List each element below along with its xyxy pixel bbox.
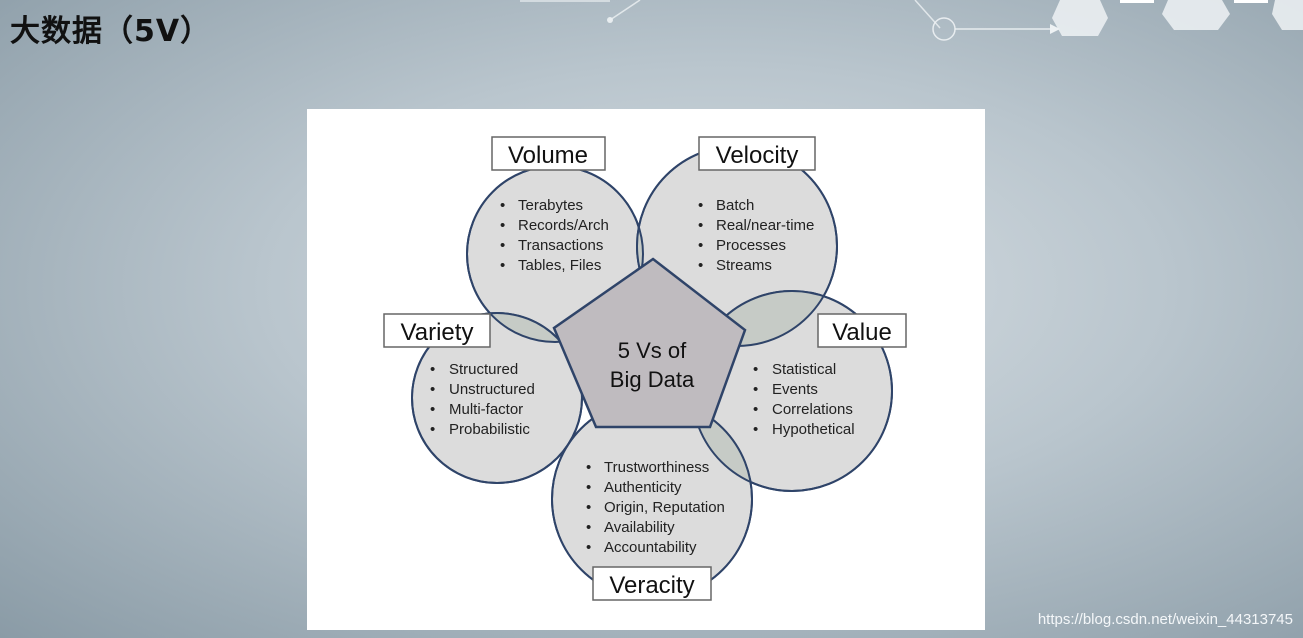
label-volume: Volume bbox=[508, 142, 588, 169]
list-item: Processes bbox=[716, 237, 786, 254]
list-value: • Statistical • Events • Correlations • Hypo… bbox=[753, 361, 855, 438]
svg-text:•: • bbox=[753, 421, 758, 438]
list-item: Structured bbox=[449, 361, 518, 378]
five-vs-diagram: 5 Vs of Big Data Volume • Terabytes • Reco… bbox=[383, 136, 907, 601]
svg-text:•: • bbox=[430, 401, 435, 418]
list-item: Unstructured bbox=[449, 381, 535, 398]
center-label-line1: 5 Vs of bbox=[618, 338, 687, 363]
list-item: Hypothetical bbox=[772, 421, 855, 438]
list-item: Tables, Files bbox=[518, 257, 601, 274]
label-box-variety bbox=[383, 313, 491, 348]
svg-text:•: • bbox=[430, 421, 435, 438]
list-item: Events bbox=[772, 381, 818, 398]
svg-text:•: • bbox=[500, 257, 505, 274]
svg-text:•: • bbox=[586, 479, 591, 496]
label-value: Value bbox=[832, 319, 892, 346]
label-veracity: Veracity bbox=[609, 572, 694, 599]
list-item: Probabilistic bbox=[449, 421, 530, 438]
list-item: Batch bbox=[716, 197, 754, 214]
list-item: Availability bbox=[604, 519, 675, 536]
list-item: Real/near-time bbox=[716, 217, 814, 234]
list-velocity: • Batch • Real/near-time • Processes • Strea… bbox=[698, 197, 814, 274]
five-vs-diagram-panel: 5 Vs of Big Data Volume • Terabytes • Reco… bbox=[307, 109, 985, 630]
slide-title: 大数据（5V） bbox=[10, 14, 212, 49]
label-box-volume bbox=[491, 136, 606, 171]
svg-text:•: • bbox=[500, 237, 505, 254]
list-item: Origin, Reputation bbox=[604, 499, 725, 516]
list-volume: • Terabytes • Records/Arch • Transactions •… bbox=[500, 197, 609, 274]
list-item: Statistical bbox=[772, 361, 836, 378]
svg-text:•: • bbox=[698, 217, 703, 234]
list-item: Streams bbox=[716, 257, 772, 274]
list-item: Trustworthiness bbox=[604, 459, 709, 476]
svg-text:•: • bbox=[698, 257, 703, 274]
svg-text:•: • bbox=[500, 197, 505, 214]
label-box-velocity bbox=[698, 136, 816, 171]
svg-text:•: • bbox=[698, 237, 703, 254]
svg-text:•: • bbox=[586, 459, 591, 476]
svg-text:•: • bbox=[753, 381, 758, 398]
list-item: Accountability bbox=[604, 539, 697, 556]
svg-text:•: • bbox=[753, 401, 758, 418]
label-box-veracity bbox=[592, 566, 712, 601]
decorative-network-graphic bbox=[520, 0, 1303, 41]
svg-text:•: • bbox=[698, 197, 703, 214]
svg-text:•: • bbox=[753, 361, 758, 378]
svg-text:•: • bbox=[500, 217, 505, 234]
label-velocity: Velocity bbox=[716, 142, 799, 169]
svg-text:•: • bbox=[586, 519, 591, 536]
list-item: Correlations bbox=[772, 401, 853, 418]
list-item: Multi-factor bbox=[449, 401, 523, 418]
svg-text:•: • bbox=[586, 499, 591, 516]
list-item: Transactions bbox=[518, 237, 603, 254]
label-variety: Variety bbox=[401, 319, 474, 346]
watermark-url: https://blog.csdn.net/weixin_44313745 bbox=[1037, 611, 1293, 628]
center-label-line2: Big Data bbox=[610, 367, 695, 392]
center-pentagon bbox=[552, 257, 747, 429]
list-variety: •Structured •Unstructured •Multi-factor … bbox=[430, 361, 535, 438]
svg-text:•: • bbox=[430, 361, 435, 378]
list-item: Authenticity bbox=[604, 479, 682, 496]
list-item: Records/Arch bbox=[518, 217, 609, 234]
label-box-value bbox=[817, 313, 907, 348]
svg-text:•: • bbox=[586, 539, 591, 556]
list-item: Terabytes bbox=[518, 197, 583, 214]
list-veracity: • Trustworthiness • Authenticity • Origin, … bbox=[586, 459, 725, 556]
svg-text:•: • bbox=[430, 381, 435, 398]
